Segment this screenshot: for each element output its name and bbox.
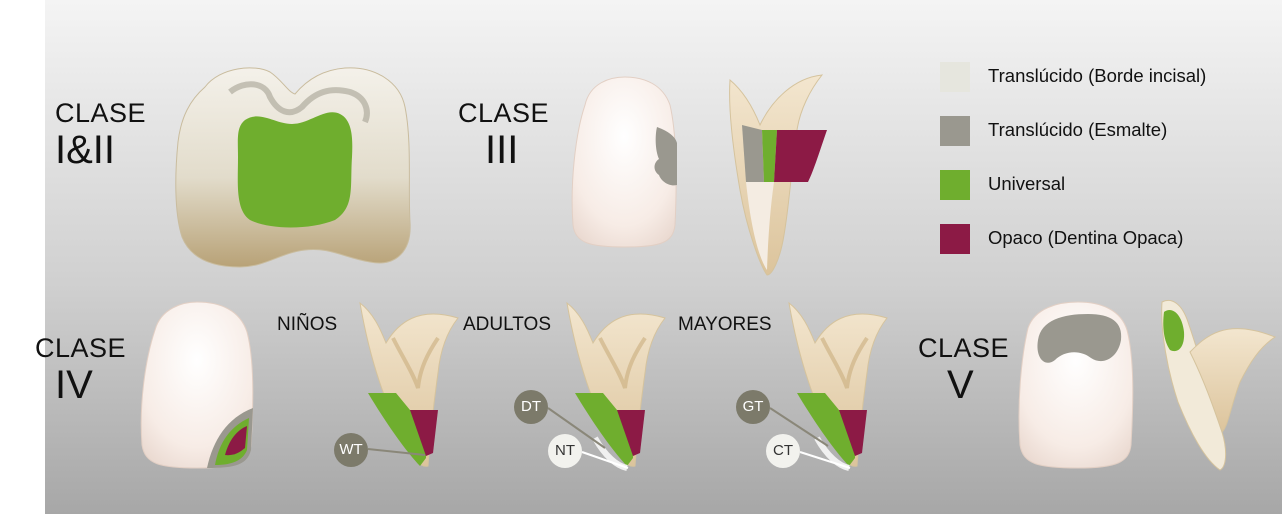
class-1-2-numeral: I&II (55, 128, 115, 173)
legend-swatch (940, 170, 970, 200)
class-3-numeral: III (485, 128, 518, 173)
badge-nt: NT (548, 434, 582, 468)
class-5-word: CLASE (918, 333, 1009, 364)
badge-wt: WT (334, 433, 368, 467)
legend-item-opaque: Opaco (Dentina Opaca) (940, 224, 1280, 256)
class-5-numeral: V (947, 363, 974, 408)
legend-swatch (940, 62, 970, 92)
class-4-word: CLASE (35, 333, 126, 364)
class-4-numeral: IV (55, 363, 93, 408)
legend-swatch (940, 116, 970, 146)
incisor-profile-class5 (1160, 292, 1280, 472)
legend-label: Translúcido (Borde incisal) (988, 65, 1206, 87)
badge-dt: DT (514, 390, 548, 424)
age-label-adultos: ADULTOS (463, 314, 551, 336)
legend-swatch (940, 224, 970, 254)
incisor-front-class5 (1013, 300, 1143, 470)
legend-item-enamel: Translúcido (Esmalte) (940, 116, 1280, 148)
legend-item-incisal: Translúcido (Borde incisal) (940, 62, 1280, 94)
class-3-word: CLASE (458, 98, 549, 129)
legend-item-universal: Universal (940, 170, 1280, 202)
legend-label: Translúcido (Esmalte) (988, 119, 1167, 141)
badge-gt: GT (736, 390, 770, 424)
legend-label: Universal (988, 173, 1065, 195)
legend-label: Opaco (Dentina Opaca) (988, 227, 1183, 249)
class-1-2-word: CLASE (55, 98, 146, 129)
badge-ct: CT (766, 434, 800, 468)
age-label-ninos: NIÑOS (277, 314, 337, 336)
age-label-mayores: MAYORES (678, 314, 772, 336)
